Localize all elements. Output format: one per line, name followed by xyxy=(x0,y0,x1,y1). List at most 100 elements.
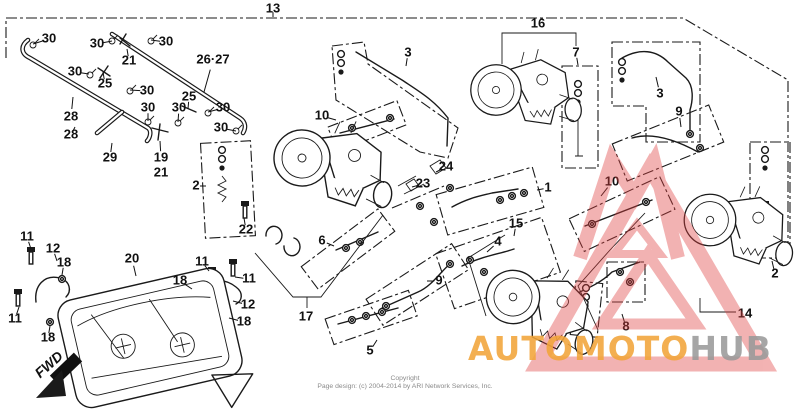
leader-line-20 xyxy=(133,265,137,277)
part-label-18: 18 xyxy=(237,313,251,328)
leader-line-25 xyxy=(102,71,105,80)
kit-box-9-bottom xyxy=(365,242,470,326)
part-label-13: 13 xyxy=(266,0,280,15)
leader-line-9 xyxy=(679,117,682,128)
part-label-18: 18 xyxy=(57,254,71,269)
part-label-19: 19 xyxy=(154,149,168,164)
boundary-13 xyxy=(5,17,789,250)
part-label-12: 12 xyxy=(241,296,255,311)
part-label-15: 15 xyxy=(509,215,523,230)
part-label-18: 18 xyxy=(173,272,187,287)
part-label-5: 5 xyxy=(366,342,373,357)
leader-line-30 xyxy=(32,40,43,45)
leader-line-18 xyxy=(184,283,193,290)
part-label-22: 22 xyxy=(239,221,253,236)
part-label-1: 1 xyxy=(544,179,551,194)
part-label-16: 16 xyxy=(531,15,545,30)
leader-line-18 xyxy=(228,317,239,321)
part-label-30: 30 xyxy=(214,119,228,134)
leader-line-10 xyxy=(600,187,608,197)
leader-line-23 xyxy=(411,184,419,188)
part-label-30: 30 xyxy=(68,63,82,78)
leader-line-3 xyxy=(405,58,408,67)
part-label-3: 3 xyxy=(656,85,663,100)
leader-line-30 xyxy=(226,128,237,132)
kit-contents xyxy=(216,49,770,325)
fuel-hoses xyxy=(20,31,248,144)
part-label-11: 11 xyxy=(8,310,22,325)
leader-line-21 xyxy=(126,48,129,57)
part-label-11: 11 xyxy=(242,270,256,285)
leader-line-19 xyxy=(159,140,162,152)
part-label-28: 28 xyxy=(64,108,78,123)
linkage-parts xyxy=(240,159,455,257)
leader-line-15 xyxy=(513,228,516,237)
leader-line-25 xyxy=(187,101,190,110)
part-label-23: 23 xyxy=(416,175,430,190)
kit-box-3-left xyxy=(331,41,459,159)
leader-line-11 xyxy=(28,241,32,250)
brackets xyxy=(254,32,736,331)
leader-line-30 xyxy=(102,40,113,44)
part-label-3: 3 xyxy=(404,44,411,59)
leader-line-11 xyxy=(16,306,20,315)
leader-line-1 xyxy=(536,188,544,191)
part-label-30: 30 xyxy=(140,82,154,97)
leader-line-30 xyxy=(207,109,218,113)
leader-line-10 xyxy=(327,117,337,121)
leader-line-18 xyxy=(61,267,64,276)
part-label-30: 30 xyxy=(141,99,155,114)
part-label-30: 30 xyxy=(42,30,56,45)
leader-line-6 xyxy=(326,242,335,247)
part-label-18: 18 xyxy=(41,329,55,344)
leader-line-8 xyxy=(621,313,625,322)
kit-box-2-left xyxy=(199,140,257,239)
part-label-24: 24 xyxy=(439,158,454,173)
part-label-10: 10 xyxy=(315,107,329,122)
leader-line-29 xyxy=(110,142,113,153)
leader-line-12 xyxy=(232,300,243,304)
leader-line-28 xyxy=(71,96,74,110)
leader-line-5 xyxy=(372,339,378,347)
carburetor-top xyxy=(467,45,583,131)
part-label-21: 21 xyxy=(154,164,168,179)
leader-line-7 xyxy=(576,57,579,66)
carburetor-front-left xyxy=(269,112,400,211)
leader-line-30 xyxy=(129,89,141,92)
part-label-4: 4 xyxy=(494,233,502,248)
part-label-26·27: 26·27 xyxy=(196,51,229,66)
part-label-2: 2 xyxy=(192,177,199,192)
kit-box-3-right xyxy=(611,41,701,143)
kit-box-1 xyxy=(435,166,545,236)
part-label-9: 9 xyxy=(435,272,442,287)
kit-box-9-right xyxy=(611,104,725,182)
kit-box-8-right xyxy=(606,261,646,303)
part-label-7: 7 xyxy=(572,44,579,59)
part-label-8: 8 xyxy=(622,318,629,333)
leader-line-30 xyxy=(80,72,90,75)
part-label-10: 10 xyxy=(605,173,619,188)
part-label-12: 12 xyxy=(46,240,60,255)
leader-line-12 xyxy=(54,253,58,262)
kit-box-5 xyxy=(324,289,418,346)
part-label-30: 30 xyxy=(90,35,104,50)
part-label-29: 29 xyxy=(103,149,117,164)
part-label-30: 30 xyxy=(159,33,173,48)
leader-line-26·27 xyxy=(203,69,211,93)
part-label-30: 30 xyxy=(172,99,186,114)
part-label-9: 9 xyxy=(675,103,682,118)
part-label-30: 30 xyxy=(216,99,230,114)
part-label-20: 20 xyxy=(125,250,139,265)
part-label-28: 28 xyxy=(64,126,78,141)
part-label-14: 14 xyxy=(738,305,753,320)
part-label-17: 17 xyxy=(299,308,313,323)
kit-box-6 xyxy=(300,208,396,290)
leader-line-28 xyxy=(72,126,76,133)
part-label-11: 11 xyxy=(195,253,209,268)
leader-line-30 xyxy=(150,39,161,42)
part-label-2: 2 xyxy=(771,265,778,280)
leader-line-18 xyxy=(48,325,51,334)
